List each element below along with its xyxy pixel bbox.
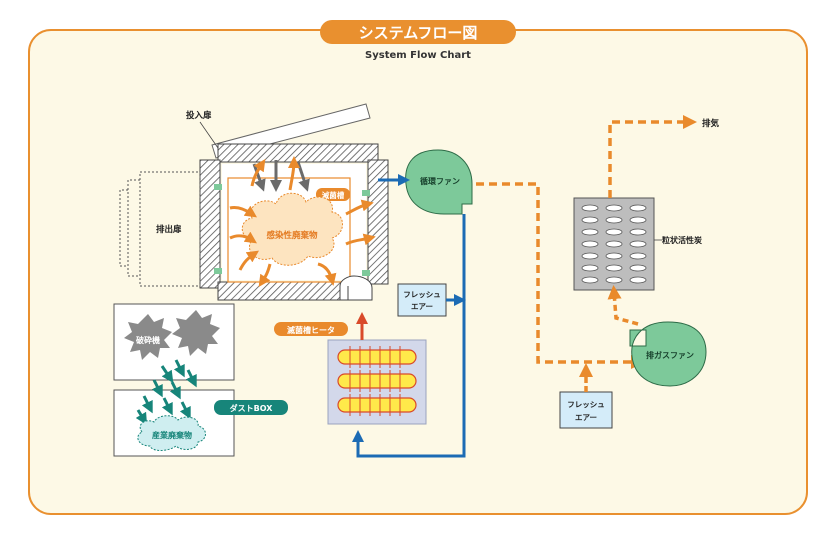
chamber-bottom-wall (217, 281, 353, 301)
fresh-air-box-1 (397, 283, 447, 317)
infected-waste-cloud (241, 192, 343, 266)
title-badge (320, 20, 516, 44)
fresh-air-label-2a: フレッシュ (567, 400, 605, 409)
exhaust-fan-label: 排ガスファン (646, 350, 694, 360)
seal-3 (362, 190, 370, 196)
industrial-waste-cloud (137, 415, 206, 451)
falling-debris-arrows (135, 359, 197, 426)
sterilizer-box (227, 177, 351, 283)
crusher-gear-2 (172, 310, 220, 356)
infected-waste-label: 感染性廃棄物 (266, 230, 318, 241)
exhaust-duct-line (476, 182, 645, 369)
circulation-arrows (229, 156, 376, 287)
heater-badge (274, 322, 348, 336)
fresh-air-label-1b: エアー (411, 302, 433, 311)
exhaust-fan-body (629, 321, 707, 387)
circulation-fan-label: 循環ファン (419, 176, 460, 186)
industrial-waste-label: 産業廃棄物 (152, 430, 192, 440)
seal-4 (362, 270, 370, 276)
heater-elements (337, 346, 417, 416)
fan-to-heater-line (352, 214, 466, 458)
crusher-gear-1 (124, 314, 172, 360)
chamber-top-wall (217, 143, 379, 163)
seal-2 (214, 268, 222, 274)
input-door-label: 投入扉 (186, 110, 212, 121)
sterilizer-label: 滅菌槽 (322, 190, 345, 200)
input-door-leader (199, 121, 219, 149)
output-door (139, 171, 201, 287)
seal-1 (214, 184, 222, 190)
dust-box-label: ダストBOX (230, 403, 274, 413)
fresh-air-label-1a: フレッシュ (403, 290, 441, 299)
fresh-air-box-2 (559, 391, 613, 429)
carbon-granules (581, 204, 647, 284)
exhaust-label: 排気 (702, 118, 720, 129)
activated-carbon-label: 粒状活性炭 (662, 235, 702, 245)
title: システムフロー図 (359, 24, 478, 42)
output-door-label: 排出扉 (156, 224, 182, 235)
output-door-hinge (119, 179, 140, 277)
chamber-right-wall (367, 159, 389, 285)
drain-outlet (339, 275, 373, 301)
crusher-label: 破砕機 (136, 335, 160, 345)
dust-box-badge (214, 400, 288, 415)
fan-to-filter-arrow (607, 285, 639, 326)
subtitle: System Flow Chart (365, 50, 471, 61)
fresh-air-label-2b: エアー (575, 413, 597, 422)
heater-label: 滅菌槽ヒータ (287, 325, 335, 335)
circulation-fan-body (405, 149, 473, 215)
